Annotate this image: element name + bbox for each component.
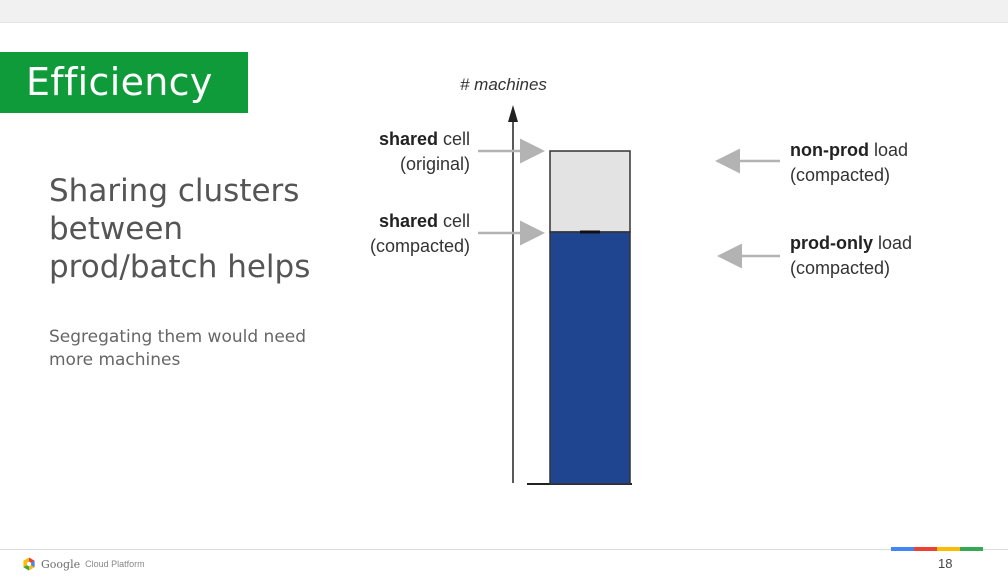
slide-subtext: Segregating them would need more machine… [49,327,307,370]
prod-segment [549,231,631,485]
slide-title: Efficiency [26,60,213,104]
non-prod-segment [549,150,631,233]
brand-name: Google [41,557,81,571]
page-number: 18 [938,556,953,571]
colorbar-blue [891,547,914,551]
brand-subtitle: Cloud Platform [85,559,145,569]
footer-divider [0,549,1008,550]
top-bar [0,0,1008,23]
label-shared-compacted: shared cell (compacted) [369,211,470,256]
y-axis-arrowhead [508,105,518,122]
slide-heading: Sharing clusters between prod/batch help… [49,173,311,285]
title-banner [0,52,248,113]
y-axis-label: # machines [460,75,547,94]
google-cloud-logo: Google Cloud Platform [22,556,145,572]
label-non-prod-load: non-prod load (compacted) [790,140,909,185]
colorbar-red [914,547,937,551]
label-shared-original: shared cell (original) [378,129,470,174]
colorbar-green [960,547,983,551]
label-prod-only-load: prod-only load (compacted) [790,233,913,278]
cloud-platform-icon [23,557,35,571]
colorbar-yellow [937,547,960,551]
